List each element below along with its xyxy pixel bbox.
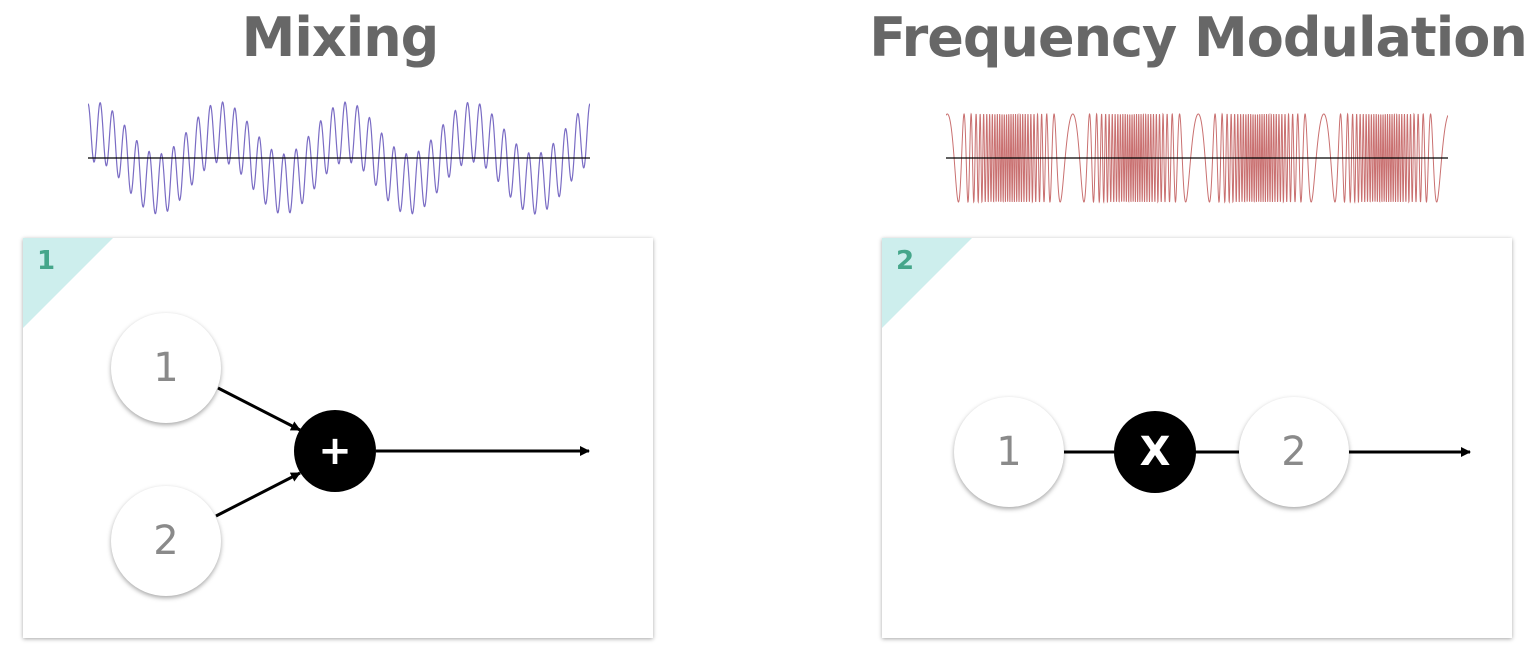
arrow-input-1-to-sum xyxy=(217,386,301,432)
corner-tab xyxy=(882,238,972,328)
mixing-waveform xyxy=(88,101,590,215)
fm-panel: 2 1 X 2 xyxy=(882,238,1512,638)
input-node-1: 1 xyxy=(111,313,221,423)
mixing-wave-signal xyxy=(88,101,590,215)
fm-wave-signal xyxy=(946,112,1448,204)
carrier-node-1: 1 xyxy=(954,397,1064,507)
panel-number: 2 xyxy=(896,246,915,276)
panel-number: 1 xyxy=(37,246,56,276)
mixing-connectors xyxy=(215,386,590,518)
multiply-icon: X xyxy=(1139,429,1171,475)
input-node-2: 2 xyxy=(111,486,221,596)
input-node-2-label: 2 xyxy=(153,518,179,564)
sum-operator-node: + xyxy=(294,410,376,492)
mixing-panel: 1 1 2 + xyxy=(23,238,653,638)
mixing-title: Mixing xyxy=(241,6,440,69)
arrow-input-2-to-sum xyxy=(215,471,301,518)
modulator-node-2: 2 xyxy=(1239,397,1349,507)
corner-tab xyxy=(23,238,113,328)
fm-connectors xyxy=(1062,447,1471,457)
frequency-modulation-title: Frequency Modulation xyxy=(869,6,1528,69)
input-node-1-label: 1 xyxy=(153,345,179,391)
modulator-node-2-label: 2 xyxy=(1281,429,1307,475)
carrier-node-1-label: 1 xyxy=(996,429,1022,475)
multiply-operator-node: X xyxy=(1114,411,1196,493)
fm-waveform xyxy=(946,112,1448,204)
plus-icon: + xyxy=(318,428,352,474)
